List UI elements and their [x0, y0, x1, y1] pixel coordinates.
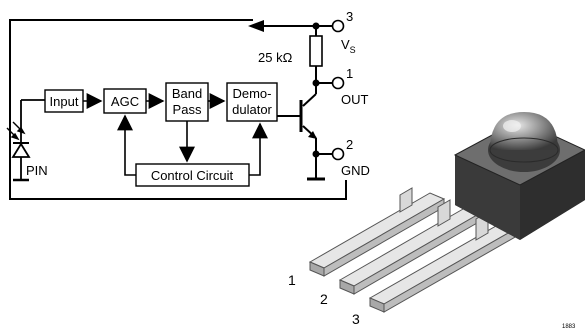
pin2-terminal-icon: [331, 147, 345, 161]
pin2-number: 2: [346, 137, 353, 152]
package-drawing: 1 2 3 1883: [288, 112, 585, 330]
emitter-arrow-icon: [308, 131, 317, 139]
demodulator-block-label-line2: dulator: [232, 102, 272, 117]
figure-id: 1883: [562, 324, 576, 330]
package-pin-3-label: 3: [352, 311, 360, 327]
bandpass-block-label-line1: Band: [172, 86, 202, 101]
supply-arrow-icon: [248, 20, 264, 32]
demodulator-block-label-line1: Demo-: [232, 86, 271, 101]
demodulator-block: [226, 82, 278, 122]
block-diagram: 3 VS 25 kΩ 1 OUT 2 GND: [6, 9, 370, 200]
resistor-value: 25 kΩ: [258, 50, 293, 65]
agc-block: [103, 88, 147, 114]
pin1-terminal-icon: [331, 76, 345, 90]
gnd-label: GND: [341, 163, 370, 178]
pin3-number: 3: [346, 9, 353, 24]
pin1-number: 1: [346, 66, 353, 81]
agc-block-label: AGC: [111, 94, 139, 109]
pin-photodiode-label: PIN: [26, 163, 48, 178]
control-circuit-label: Control Circuit: [151, 168, 234, 183]
light-rays-icon: [6, 121, 26, 141]
photodiode-icon: [11, 99, 45, 182]
bandpass-block-label-line2: Pass: [173, 102, 202, 117]
lens-dome-icon: [488, 112, 560, 172]
pin3-terminal-icon: [331, 19, 345, 33]
input-block-label: Input: [50, 94, 79, 109]
transistor-icon: [277, 83, 317, 154]
package-pin-1-label: 1: [288, 272, 296, 288]
package-pin-2-label: 2: [320, 291, 328, 307]
resistor-icon: [309, 35, 323, 67]
diagram-frame: [9, 19, 347, 200]
out-label: OUT: [341, 92, 369, 107]
lead-pin-3-icon: [368, 217, 526, 313]
arrow-control-demod: [249, 122, 268, 176]
lead-pin-1-icon: [308, 192, 446, 277]
vs-label: VS: [341, 37, 356, 55]
arrow-control-agc: [117, 114, 136, 176]
